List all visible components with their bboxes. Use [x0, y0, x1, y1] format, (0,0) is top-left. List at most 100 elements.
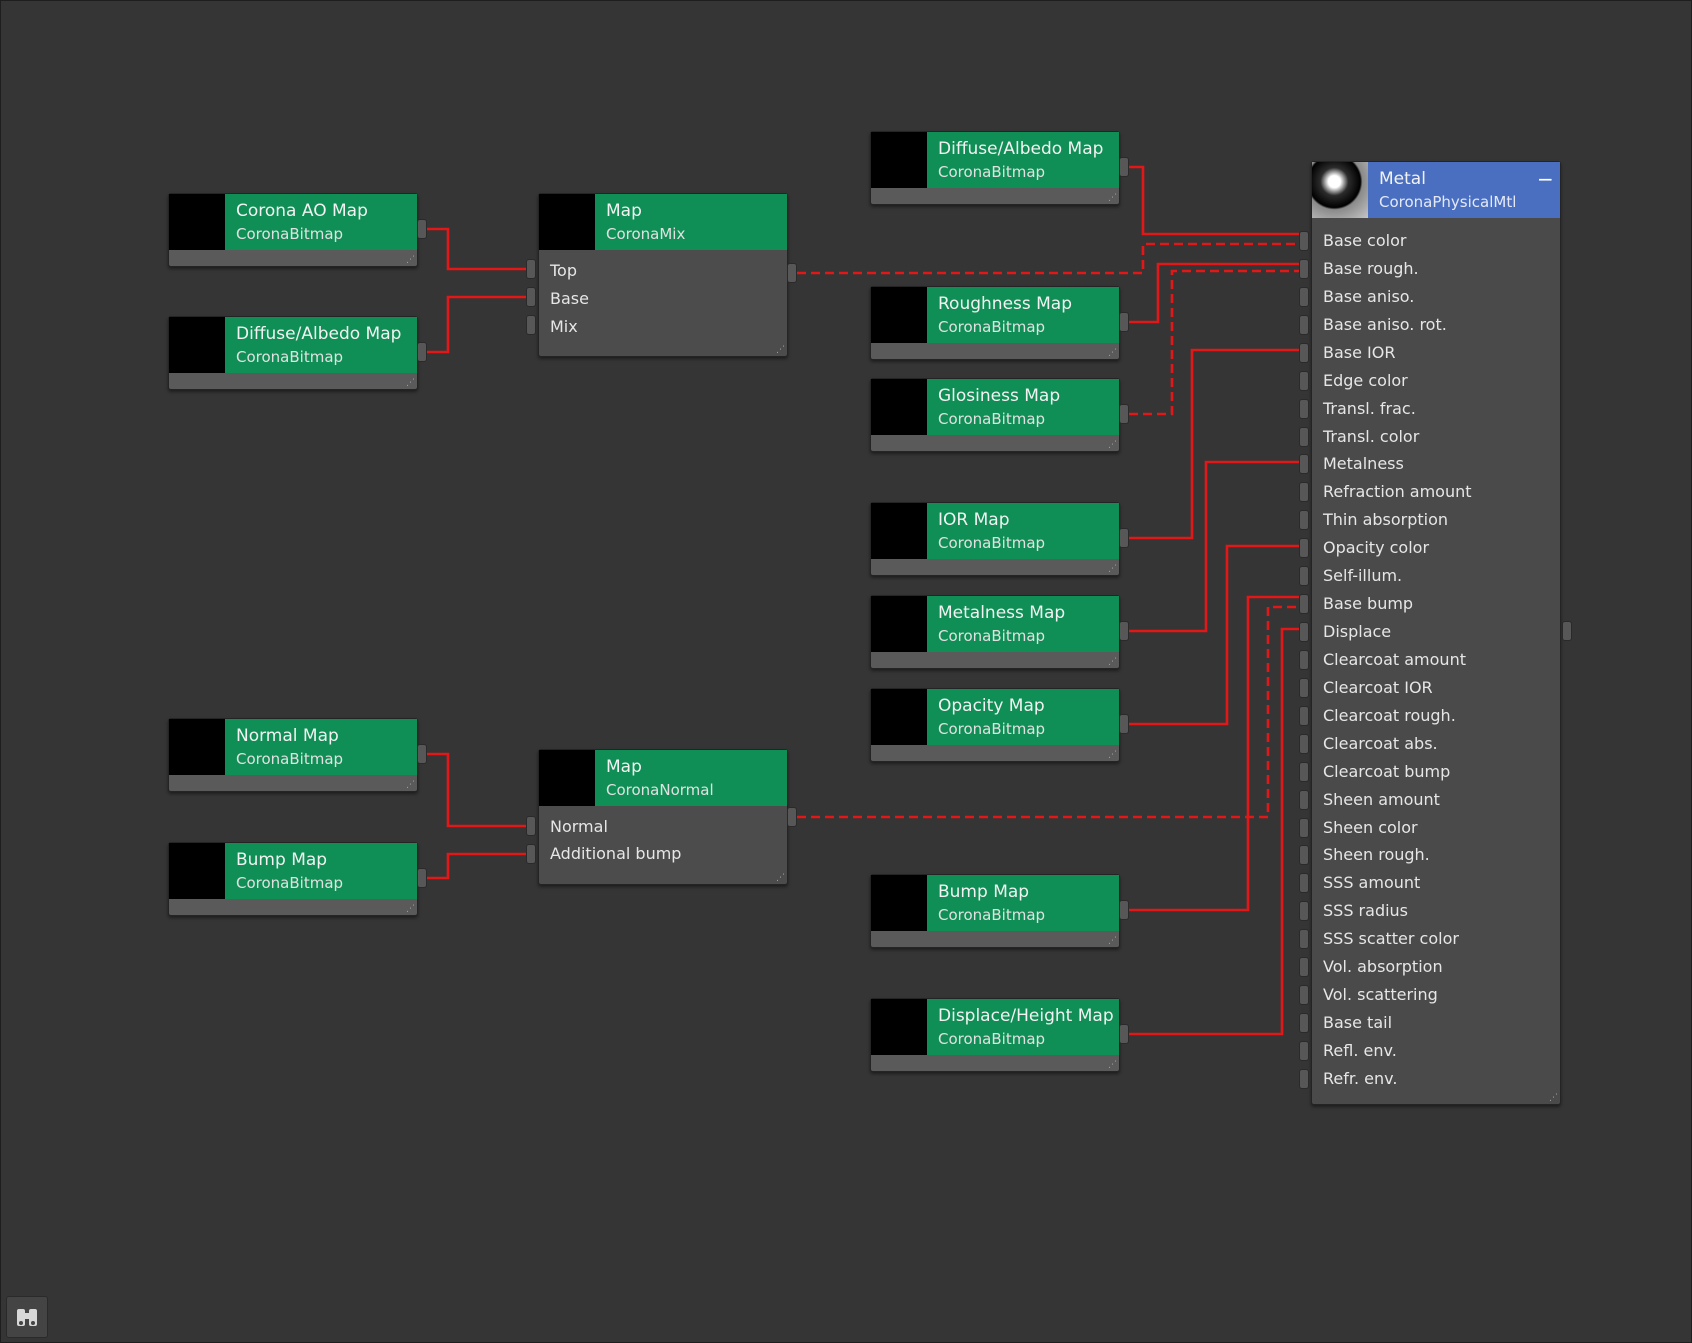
wire-diffuse-to-base-color[interactable] [1129, 165, 1299, 236]
node-header[interactable]: IOR Map CoronaBitmap [927, 503, 1119, 559]
output-socket[interactable] [417, 219, 427, 239]
resize-grip-icon[interactable]: ⋰ [406, 378, 415, 388]
material-input-socket[interactable] [1299, 594, 1309, 615]
output-socket[interactable] [1119, 157, 1129, 177]
wire-ior-to-base-ior[interactable] [1129, 348, 1299, 540]
material-input-socket[interactable] [1299, 1068, 1309, 1089]
resize-grip-icon[interactable]: ⋰ [1108, 348, 1117, 358]
output-socket[interactable] [1119, 621, 1129, 641]
resize-grip-icon[interactable]: ⋰ [1108, 1060, 1117, 1070]
node-bump-map-right[interactable]: Bump Map CoronaBitmap ⋰ [870, 874, 1120, 948]
wire-mix-to-base-color[interactable] [797, 242, 1299, 275]
node-metalness-map[interactable]: Metalness Map CoronaBitmap ⋰ [870, 595, 1120, 669]
resize-grip-icon[interactable]: ⋰ [1108, 440, 1117, 450]
wire-displace-to-displace[interactable] [1129, 627, 1299, 1036]
node-corona-normal[interactable]: Map CoronaNormal Normal Additional bump … [538, 749, 788, 885]
output-socket[interactable] [1119, 528, 1129, 548]
material-input-socket[interactable] [1299, 929, 1309, 950]
resize-grip-icon[interactable]: ⋰ [776, 345, 785, 355]
node-header[interactable]: Roughness Map CoronaBitmap [927, 287, 1119, 343]
material-input-socket[interactable] [1299, 258, 1309, 279]
output-socket[interactable] [1119, 1024, 1129, 1044]
material-input-socket[interactable] [1299, 705, 1309, 726]
node-opacity-map[interactable]: Opacity Map CoronaBitmap ⋰ [870, 688, 1120, 762]
wire-opacity-to-opacity-color[interactable] [1129, 544, 1299, 726]
material-input-socket[interactable] [1299, 845, 1309, 866]
output-socket[interactable] [417, 744, 427, 764]
input-socket-mix[interactable] [526, 315, 536, 335]
node-header[interactable]: Glosiness Map CoronaBitmap [927, 379, 1119, 435]
node-diffuse-albedo-map-left[interactable]: Diffuse/Albedo Map CoronaBitmap ⋰ [168, 316, 418, 390]
material-output-socket[interactable] [1562, 621, 1572, 641]
material-input-socket[interactable] [1299, 761, 1309, 782]
node-header[interactable]: Diffuse/Albedo Map CoronaBitmap [927, 132, 1119, 188]
material-header[interactable]: Metal CoronaPhysicalMtl − [1368, 162, 1560, 218]
wire-bump-to-additional-bump[interactable] [427, 852, 526, 880]
node-diffuse-albedo-map-right[interactable]: Diffuse/Albedo Map CoronaBitmap ⋰ [870, 131, 1120, 205]
material-input-socket[interactable] [1299, 1040, 1309, 1061]
output-socket[interactable] [417, 868, 427, 888]
material-input-socket[interactable] [1299, 1013, 1309, 1034]
node-ior-map[interactable]: IOR Map CoronaBitmap ⋰ [870, 502, 1120, 576]
wire-bump-to-base-bump[interactable] [1129, 595, 1299, 912]
wire-normal-to-normal-input[interactable] [427, 752, 526, 828]
node-header[interactable]: Metalness Map CoronaBitmap [927, 596, 1119, 652]
material-input-socket[interactable] [1299, 482, 1309, 503]
resize-grip-icon[interactable]: ⋰ [406, 904, 415, 914]
resize-grip-icon[interactable]: ⋰ [776, 873, 785, 883]
input-socket-normal[interactable] [526, 816, 536, 836]
node-displace-height-map[interactable]: Displace/Height Map CoronaBitmap ⋰ [870, 998, 1120, 1072]
input-socket-top[interactable] [526, 259, 536, 279]
output-socket[interactable] [787, 807, 797, 827]
material-input-socket[interactable] [1299, 817, 1309, 838]
wire-normal-node-to-base-bump[interactable] [797, 605, 1299, 819]
material-input-socket[interactable] [1299, 733, 1309, 754]
material-input-socket[interactable] [1299, 873, 1309, 894]
output-socket[interactable] [1119, 714, 1129, 734]
node-header[interactable]: Diffuse/Albedo Map CoronaBitmap [225, 317, 417, 373]
node-header[interactable]: Normal Map CoronaBitmap [225, 719, 417, 775]
output-socket[interactable] [1119, 900, 1129, 920]
resize-grip-icon[interactable]: ⋰ [1549, 1093, 1558, 1103]
node-header[interactable]: Map CoronaNormal [595, 750, 787, 806]
material-input-socket[interactable] [1299, 231, 1309, 251]
binoculars-icon-button[interactable] [6, 1296, 48, 1338]
node-header[interactable]: Map CoronaMix [595, 194, 787, 250]
node-bump-map-left[interactable]: Bump Map CoronaBitmap ⋰ [168, 842, 418, 916]
wire-diffuse-to-mix-base[interactable] [427, 295, 526, 354]
node-corona-ao-map[interactable]: Corona AO Map CoronaBitmap ⋰ [168, 193, 418, 267]
wire-metalness-to-metalness[interactable] [1129, 460, 1299, 633]
resize-grip-icon[interactable]: ⋰ [1108, 564, 1117, 574]
output-socket[interactable] [787, 263, 797, 283]
node-header[interactable]: Bump Map CoronaBitmap [225, 843, 417, 899]
resize-grip-icon[interactable]: ⋰ [1108, 750, 1117, 760]
node-glossiness-map[interactable]: Glosiness Map CoronaBitmap ⋰ [870, 378, 1120, 452]
resize-grip-icon[interactable]: ⋰ [1108, 657, 1117, 667]
node-roughness-map[interactable]: Roughness Map CoronaBitmap ⋰ [870, 286, 1120, 360]
node-header[interactable]: Bump Map CoronaBitmap [927, 875, 1119, 931]
material-input-socket[interactable] [1299, 985, 1309, 1006]
node-corona-mix[interactable]: Map CoronaMix Top Base Mix ⋰ [538, 193, 788, 357]
material-input-socket[interactable] [1299, 538, 1309, 559]
node-header[interactable]: Opacity Map CoronaBitmap [927, 689, 1119, 745]
material-input-socket[interactable] [1299, 370, 1309, 391]
resize-grip-icon[interactable]: ⋰ [1108, 193, 1117, 203]
material-input-socket[interactable] [1299, 789, 1309, 810]
material-input-socket[interactable] [1299, 398, 1309, 419]
material-input-socket[interactable] [1299, 622, 1309, 643]
node-header[interactable]: Displace/Height Map CoronaBitmap [927, 999, 1119, 1055]
wire-ao-to-mix-top[interactable] [427, 227, 526, 271]
wire-glossiness-to-base-rough[interactable] [1129, 269, 1299, 416]
material-input-socket[interactable] [1299, 454, 1309, 475]
material-input-socket[interactable] [1299, 426, 1309, 447]
material-input-socket[interactable] [1299, 510, 1309, 531]
input-socket-base[interactable] [526, 287, 536, 307]
material-input-socket[interactable] [1299, 957, 1309, 978]
material-input-socket[interactable] [1299, 901, 1309, 922]
material-input-socket[interactable] [1299, 566, 1309, 587]
node-header[interactable]: Corona AO Map CoronaBitmap [225, 194, 417, 250]
output-socket[interactable] [417, 342, 427, 362]
material-input-socket[interactable] [1299, 649, 1309, 670]
